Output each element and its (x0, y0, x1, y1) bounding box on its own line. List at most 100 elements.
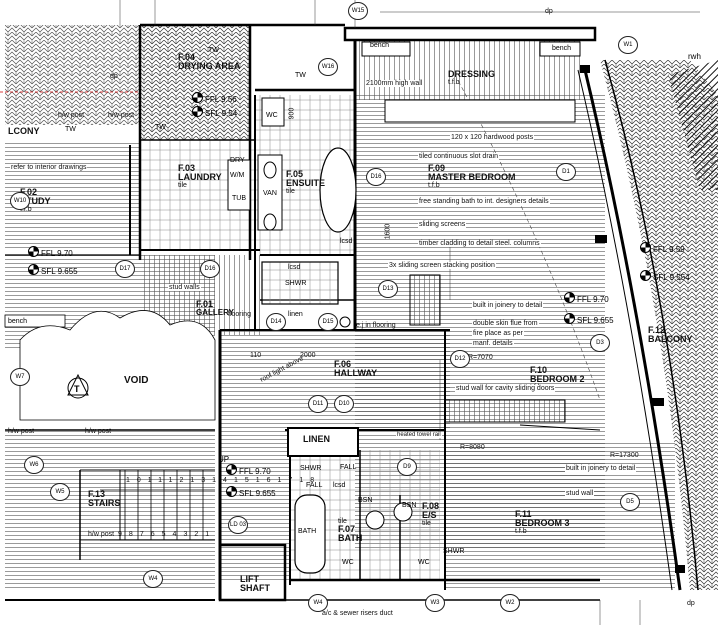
note-risers-duct: a/c & sewer risers duct (322, 610, 393, 617)
fixture-wc-bath: WC (342, 559, 354, 566)
note-downpipe-2: dp (545, 8, 553, 15)
note-flue: double skin flue from (472, 320, 539, 327)
note-hw-post-3: h/w post (8, 428, 35, 435)
note-high-wall: 2100mm high wall (365, 80, 424, 87)
stair-hw-post-label: h/w post (88, 531, 115, 538)
basin-1 (365, 510, 385, 530)
door-tag-d12: D12 (450, 350, 470, 368)
window-tag-w2: W2 (500, 594, 520, 612)
fixture-up-arrow: UP (218, 455, 230, 464)
fixture-wc-es: WC (418, 559, 430, 566)
window-tag-w6: W6 (24, 456, 44, 474)
note-timber-cladding: timber cladding to detail steel. columns (418, 240, 541, 247)
vanities (227, 97, 285, 231)
level-ffl-970-study: FFL 9.70 (28, 246, 73, 258)
dim-r8080: R=8080 (460, 444, 485, 451)
note-gallery-flooring: flooring (228, 311, 251, 318)
fixture-bench-3: bench (8, 318, 28, 325)
note-heated-towel-rail: heated towel rail (396, 432, 442, 438)
door-tag-d1: D1 (556, 163, 576, 181)
fixture-tub: TUB (232, 195, 246, 202)
basin-2 (393, 502, 413, 522)
window-tag-w15: W15 (348, 2, 368, 20)
roof-light (339, 316, 351, 328)
window-tag-w16: W16 (318, 58, 338, 76)
fixture-fall-bath: FALL (306, 482, 323, 489)
room-balcony-left: LCONY (8, 126, 40, 136)
door-tag-d11: D11 (308, 395, 328, 413)
fixture-vanity: VAN (263, 190, 277, 197)
note-sliding-screens: sliding screens (418, 221, 467, 228)
door-tag-d10: D10 (334, 395, 354, 413)
dim-r17300: R=17300 (610, 452, 639, 459)
fixture-tw-4: TW (295, 72, 306, 79)
fixture-fall-bath-2: FALL (340, 464, 357, 471)
level-sfl-9655-study: SFL 9.655 (28, 264, 78, 276)
note-hardwood-posts: 120 x 120 hardwood posts (450, 134, 535, 141)
note-fireplace: fire place as per (472, 330, 524, 337)
void-outline (19, 310, 216, 421)
fixture-bench-2: bench (552, 45, 572, 52)
note-built-in-joinery-2: built in joinery to detail (565, 465, 637, 472)
hatched-wall (668, 60, 718, 190)
level-sfl-9655-hall: SFL 9.655 (226, 486, 276, 498)
dim-110: 110 (250, 352, 262, 359)
level-ffl-970-master: FFL 9.70 (564, 292, 609, 304)
room-linen: LINEN (303, 434, 330, 444)
fixture-basin-1: BSN (358, 497, 373, 504)
bedroom2-joinery-curve (519, 424, 601, 431)
note-interior-drawings: refer to interior drawings (10, 164, 88, 171)
note-manf-details: manf. details (472, 340, 514, 347)
window-tag-w3: W3 (425, 594, 445, 612)
level-sfl-9554: SFL 9.554 (640, 270, 690, 282)
balcony-edge (604, 59, 699, 591)
stairs-floor (5, 430, 215, 590)
section-marker (67, 377, 89, 399)
stair-treads (80, 470, 215, 541)
fixture-lcsd-1: lcsd (288, 264, 301, 271)
corridor-floor (220, 430, 290, 580)
stair-numbers-upper: 101112131415161718 (126, 477, 322, 484)
fireplace-duct (409, 274, 441, 326)
level-ffl-956: FFL 9.56 (192, 92, 237, 104)
note-stud-walls: stud walls (168, 284, 201, 291)
fixture-shower-ensuite: SHWR (285, 280, 307, 287)
curved-glazing-inner (577, 69, 673, 591)
door-tag-d5: D5 (620, 493, 640, 511)
stair-numbers-lower: 987654321 (118, 531, 217, 538)
door-tag-d13: D13 (378, 280, 398, 298)
radius-arc-1 (454, 74, 601, 401)
note-slot-drain: tiled continuous slot drain (418, 153, 499, 160)
window-tag-w4b: W4 (308, 594, 328, 612)
fixture-rwh: rwh (688, 52, 701, 61)
fixture-shower-bath: SHWR (300, 465, 322, 472)
section-marker-t: T (74, 384, 80, 394)
bath-tub (294, 494, 326, 574)
note-downpipe-1: dp (110, 73, 118, 80)
door-tag-d3: D3 (590, 334, 610, 352)
door-tag-d15: D15 (318, 313, 338, 331)
window-tag-w4: W4 (143, 570, 163, 588)
note-downpipe-3: dp (687, 600, 695, 607)
hallway-floor (220, 330, 450, 430)
note-hw-post-2: h/w post (108, 112, 135, 119)
drying-area-floor (140, 25, 250, 140)
fixture-linen-small: linen (288, 311, 303, 318)
fixture-tw-2: TW (155, 124, 166, 131)
ensuite-shower (261, 261, 339, 305)
balcony-floor (600, 60, 718, 590)
note-built-in-joinery: built in joinery to detail (472, 302, 544, 309)
section-marker-tri (67, 373, 89, 396)
fixture-basin-2: BSN (402, 502, 417, 509)
